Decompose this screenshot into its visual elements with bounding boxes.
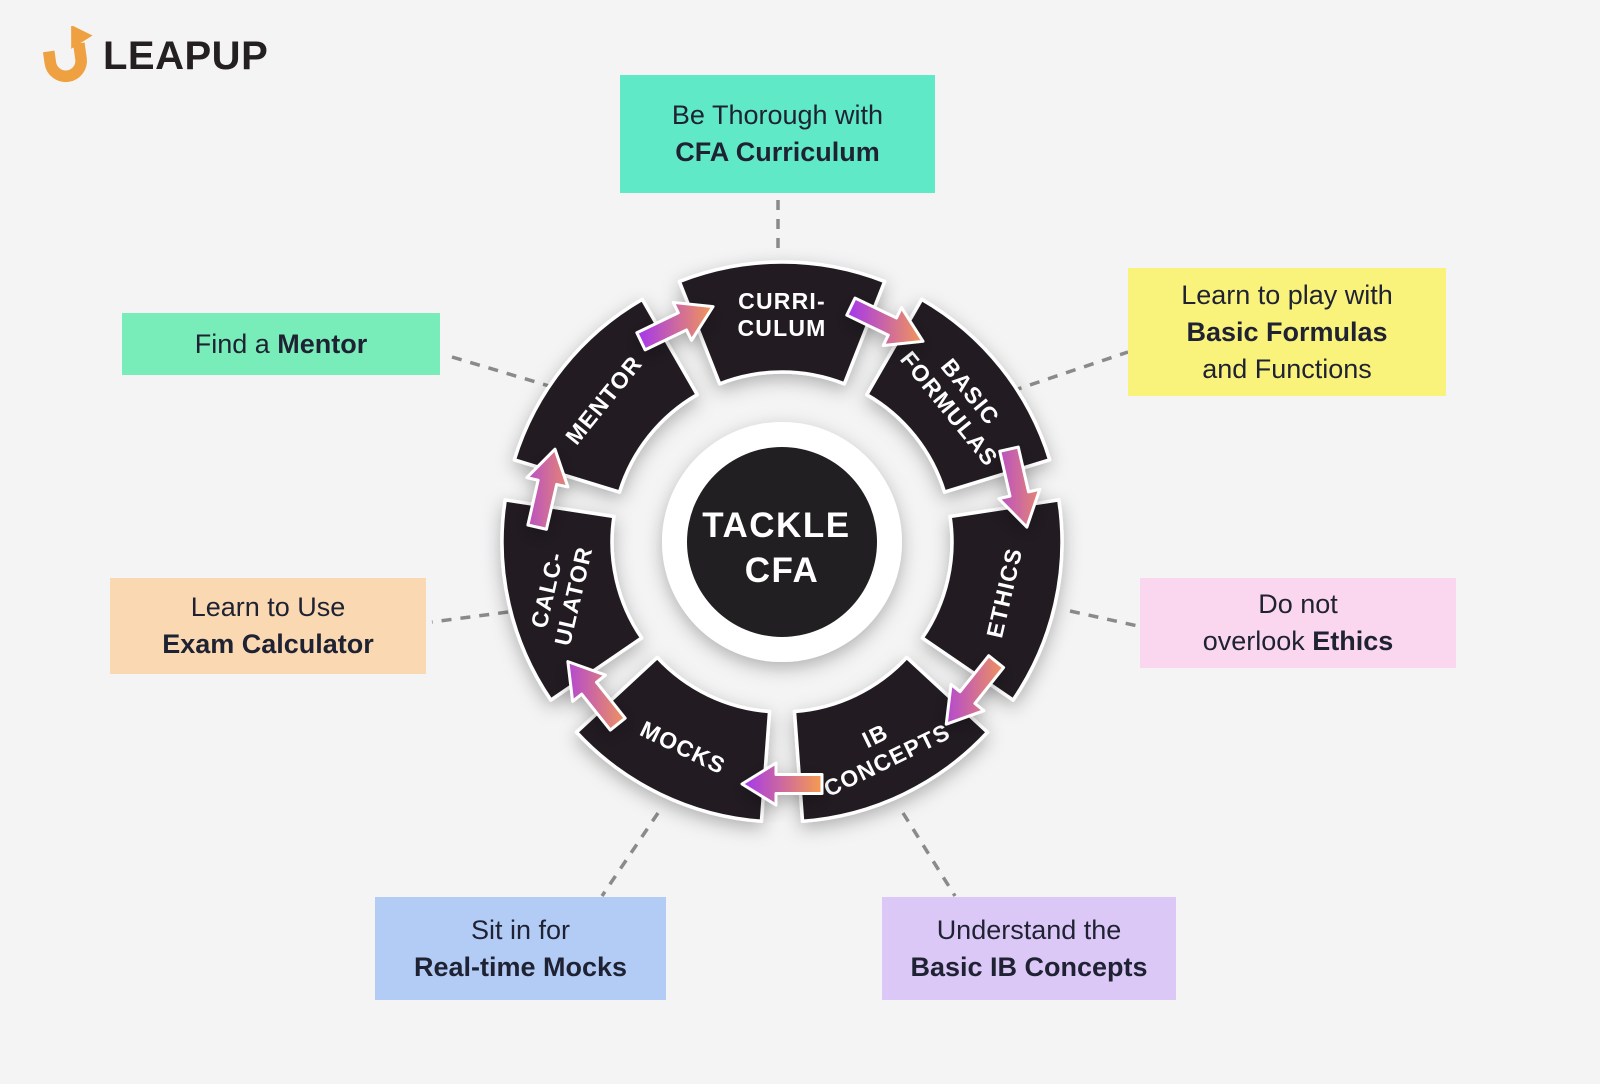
- ethics-label-box: Do not overlook Ethics: [1140, 578, 1456, 668]
- flow-arrow: [566, 660, 627, 732]
- ethics-label-line2: overlook Ethics: [1202, 626, 1394, 656]
- connector-line: [451, 355, 557, 390]
- flow-arrow: [997, 445, 1042, 529]
- flow-arrow: [635, 300, 715, 352]
- mentor-label-box: Find a Mentor: [122, 313, 440, 375]
- formulas-label-box: Learn to play with Basic Formulas and Fu…: [1128, 268, 1446, 396]
- connector-line: [1011, 350, 1129, 393]
- calculator-label-box: Learn to Use Exam Calculator: [110, 578, 426, 674]
- formulas-label-line2: Basic Formulas: [1186, 316, 1388, 347]
- leapup-logo-text: LEAPUP: [103, 33, 269, 78]
- center-title: TACKLE CFA: [702, 506, 862, 590]
- connector-line: [901, 812, 957, 897]
- center-title-line1: TACKLE: [702, 506, 850, 545]
- curriculum-label-line1: Be Thorough with: [671, 100, 884, 130]
- curriculum-label-line2: CFA Curriculum: [675, 137, 880, 167]
- connector-line: [431, 610, 509, 624]
- segment-calculator: [500, 498, 644, 702]
- segment-ethics: [920, 498, 1064, 702]
- connector-line: [600, 812, 660, 897]
- ib-label-line2: Basic IB Concepts: [910, 951, 1148, 982]
- leapup-logo-icon: [42, 26, 93, 83]
- connector-lines: [431, 200, 1139, 897]
- flow-arrow: [944, 654, 1006, 726]
- mocks-label-line1: Sit in for: [470, 914, 571, 945]
- segment-curriculum-label: CURRI-CULUM: [737, 288, 826, 341]
- mocks-label-box: Sit in for Real-time Mocks: [375, 897, 666, 1000]
- segment-ib-concepts: [792, 655, 990, 823]
- flow-arrow: [740, 761, 824, 807]
- curriculum-label-box: Be Thorough with CFA Curriculum: [620, 75, 935, 193]
- segment-curriculum: [677, 260, 887, 386]
- ib-label-line1: Understand the: [936, 914, 1122, 945]
- leapup-logo: LEAPUP: [36, 26, 268, 86]
- center-title-line2: CFA: [745, 551, 820, 590]
- segment-mocks: [574, 655, 772, 823]
- segment-basic-formulas: [865, 297, 1052, 494]
- ethics-label-line1: Do not: [1258, 589, 1338, 619]
- calculator-label-line1: Learn to Use: [190, 592, 346, 622]
- ib-label-box: Understand the Basic IB Concepts: [882, 897, 1176, 1000]
- calculator-label-line2: Exam Calculator: [162, 629, 374, 659]
- formulas-label-line3: and Functions: [1202, 353, 1372, 384]
- mocks-label-line2: Real-time Mocks: [413, 951, 628, 982]
- center-circle: TACKLE CFA: [662, 422, 902, 662]
- flow-arrows: [525, 296, 1042, 807]
- center-circle-core: [687, 447, 877, 637]
- flow-arrow: [845, 296, 925, 347]
- connector-line: [1069, 609, 1139, 628]
- flow-arrow: [525, 447, 570, 531]
- formulas-label-line1: Learn to play with: [1181, 279, 1393, 310]
- mentor-label-line1: Find a Mentor: [194, 328, 368, 359]
